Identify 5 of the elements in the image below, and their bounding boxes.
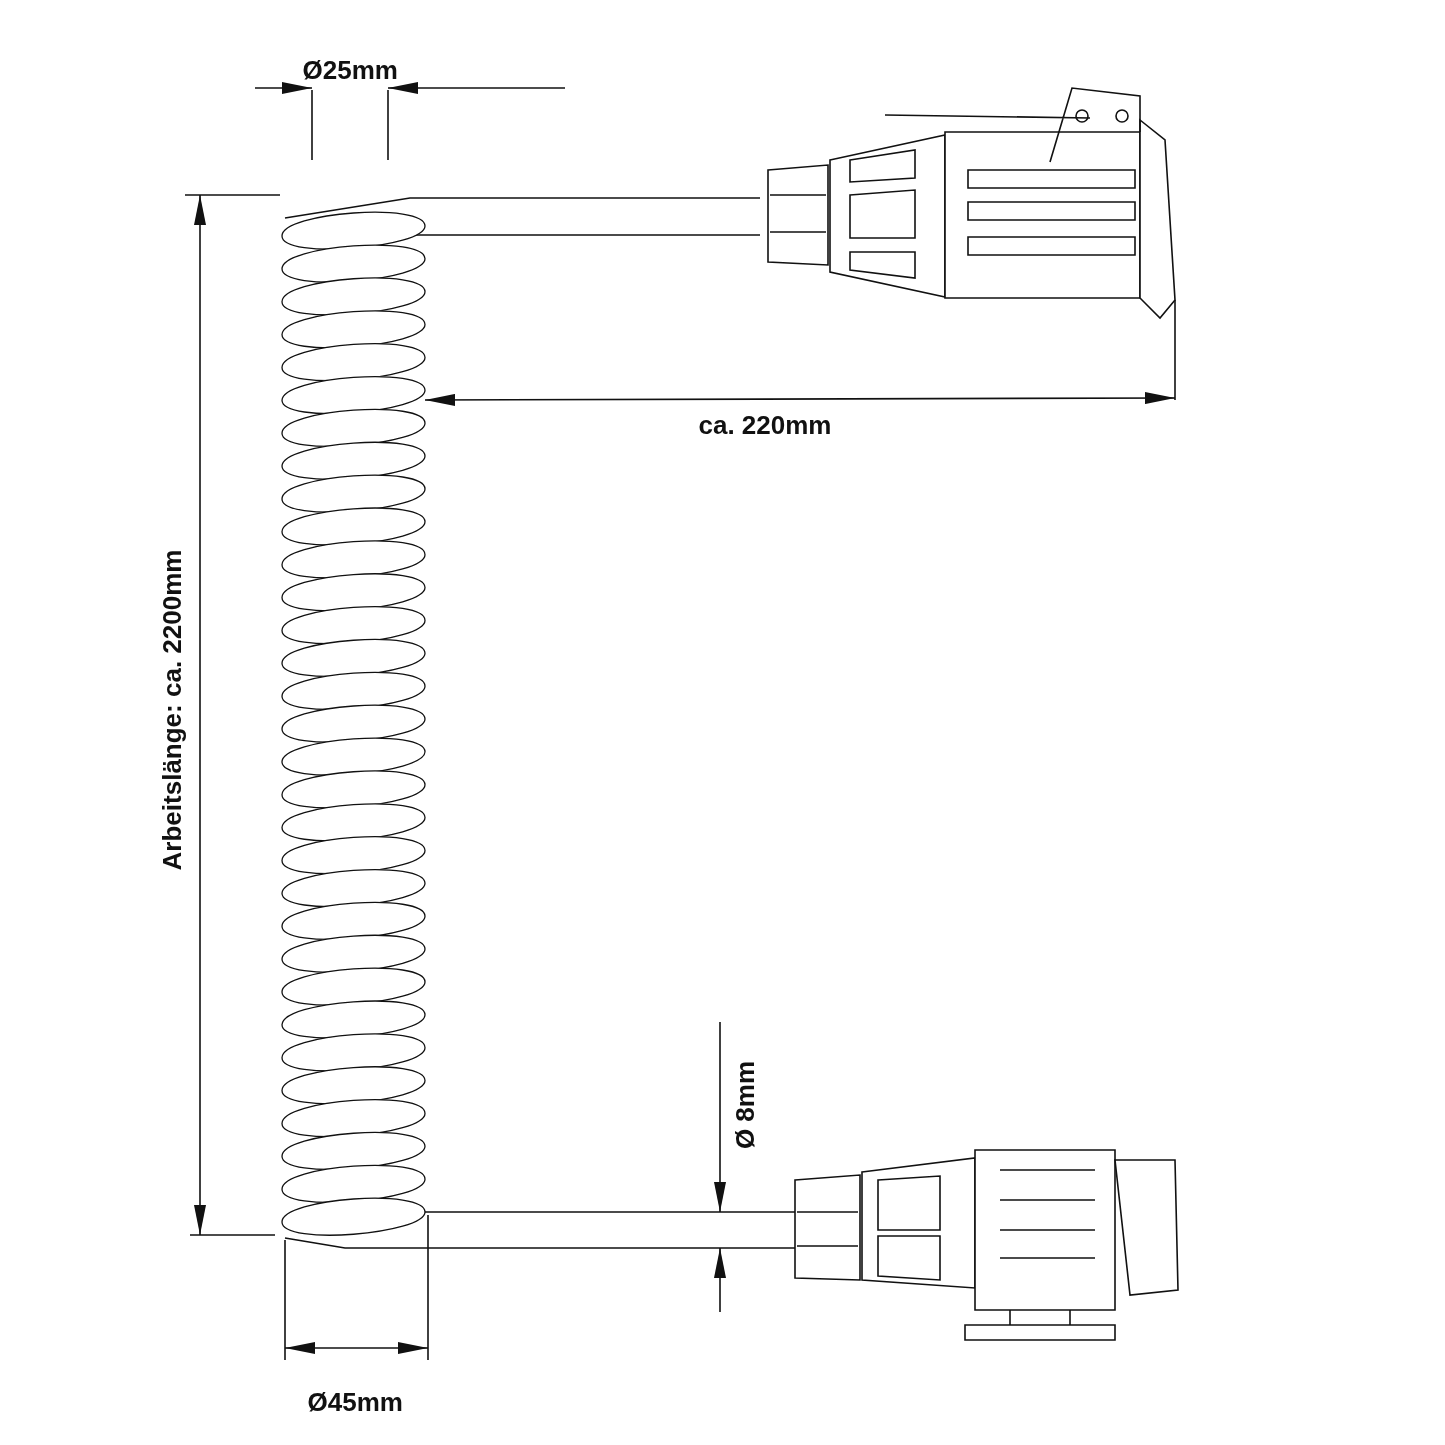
dimension-label: Arbeitslänge: ca. 2200mm <box>158 549 185 871</box>
dimension-label: Ø25mm <box>302 57 398 83</box>
dimension-label: ca. 220mm <box>698 412 832 438</box>
dimension-label: Ø 8mm <box>732 1060 759 1150</box>
dimension-label: Ø45mm <box>307 1389 403 1415</box>
